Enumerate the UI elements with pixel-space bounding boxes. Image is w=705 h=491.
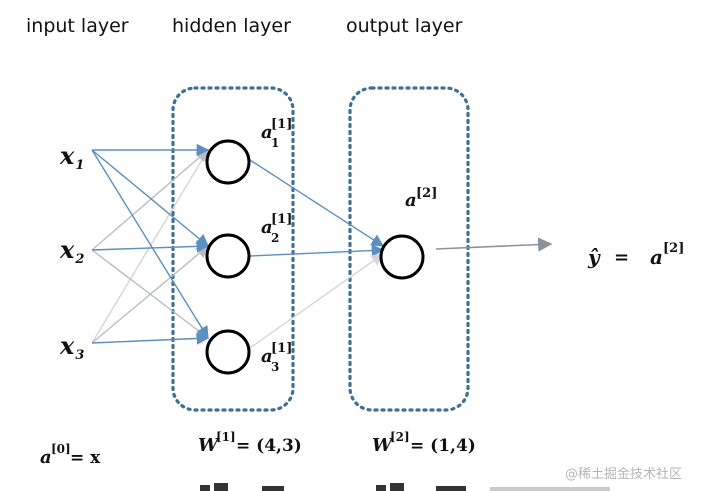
- input-x1-sub: 1: [75, 158, 84, 173]
- prediction-a: a: [650, 245, 663, 269]
- edge-x3-to-hidden-1: [91, 148, 209, 344]
- output-layer-title: output layer: [346, 15, 463, 37]
- equation-a0: a [0] = x: [40, 442, 101, 468]
- edge-x1-to-hidden-3: [91, 149, 209, 340]
- hidden-node-2: [205, 233, 251, 279]
- equation-w2: W [2] = (1,4): [372, 430, 476, 456]
- hidden-layer-box: [171, 86, 295, 412]
- equation-w1: W [1] = (4,3): [198, 430, 302, 456]
- edge-x2-to-hidden-2: [91, 240, 210, 253]
- output-label: a [2]: [405, 186, 437, 211]
- edge-hidden-2-to-output: [249, 244, 385, 257]
- input-x2-base: x: [59, 235, 75, 264]
- edge-x1-to-hidden-2: [91, 149, 209, 247]
- hidden-label-1-sub: 1: [271, 136, 279, 150]
- watermark: @稀土掘金技术社区: [565, 466, 682, 482]
- prediction-equals: =: [614, 247, 629, 268]
- hidden-label-3-sup: [1]: [271, 341, 292, 356]
- svg-text:x2: x2: [59, 235, 84, 267]
- hidden-label-2-sub: 2: [271, 231, 279, 245]
- hidden-label-3: a [1] 3: [261, 341, 292, 374]
- equation-a0-sup: [0]: [51, 442, 71, 456]
- prediction-sup: [2]: [663, 241, 684, 256]
- input-x1-base: x: [59, 141, 75, 170]
- equation-w2-rest: = (1,4): [410, 436, 476, 456]
- hidden-node-1: [205, 139, 251, 185]
- hidden-label-1: a [1] 1: [261, 117, 292, 150]
- input-x2: x2: [59, 235, 84, 267]
- edge-x2-to-hidden-1: [91, 149, 209, 251]
- output-node: [379, 234, 425, 280]
- input-x3: x3: [59, 331, 84, 363]
- edge-x3-to-hidden-2: [91, 245, 209, 344]
- equation-w1-base: W: [198, 435, 220, 456]
- edge-hidden-1-to-output: [249, 159, 385, 247]
- equation-a0-base: a: [40, 447, 52, 468]
- hidden-layer-title: hidden layer: [172, 15, 291, 37]
- hidden-label-1-base: a: [261, 122, 273, 143]
- equation-w2-sup: [2]: [390, 430, 410, 444]
- svg-text:x1: x1: [59, 141, 84, 173]
- output-label-base: a: [405, 190, 417, 211]
- hidden-label-2-sup: [1]: [271, 212, 292, 227]
- equation-w1-rest: = (4,3): [236, 436, 302, 456]
- hidden-label-3-base: a: [261, 346, 273, 367]
- edge-x3-to-hidden-3: [91, 332, 210, 345]
- input-layer-title: input layer: [26, 15, 129, 37]
- output-label-sup: [2]: [416, 186, 437, 201]
- edge-hidden-3-to-output: [249, 253, 385, 349]
- hidden-node-3: [205, 329, 251, 375]
- output-layer-box: [348, 86, 470, 412]
- input-x3-sub: 3: [75, 348, 84, 363]
- hidden-label-1-sup: [1]: [271, 117, 292, 132]
- prediction-equation: ŷ = a [2]: [587, 241, 684, 269]
- hidden-label-2: a [1] 2: [261, 212, 292, 245]
- input-x1: x1: [59, 141, 84, 173]
- input-x2-sub: 2: [74, 252, 84, 267]
- prediction-yhat: ŷ: [587, 245, 601, 269]
- equation-w2-base: W: [372, 435, 394, 456]
- connections: [91, 143, 553, 349]
- hidden-label-2-base: a: [261, 217, 273, 238]
- equation-w1-sup: [1]: [216, 430, 236, 444]
- equation-a0-rest: = x: [70, 448, 101, 468]
- hidden-label-3-sub: 3: [271, 360, 279, 374]
- edge-output-to-prediction: [435, 237, 553, 252]
- input-x3-base: x: [59, 331, 75, 360]
- cropped-bottom-row: [200, 483, 610, 491]
- svg-text:x3: x3: [59, 331, 84, 363]
